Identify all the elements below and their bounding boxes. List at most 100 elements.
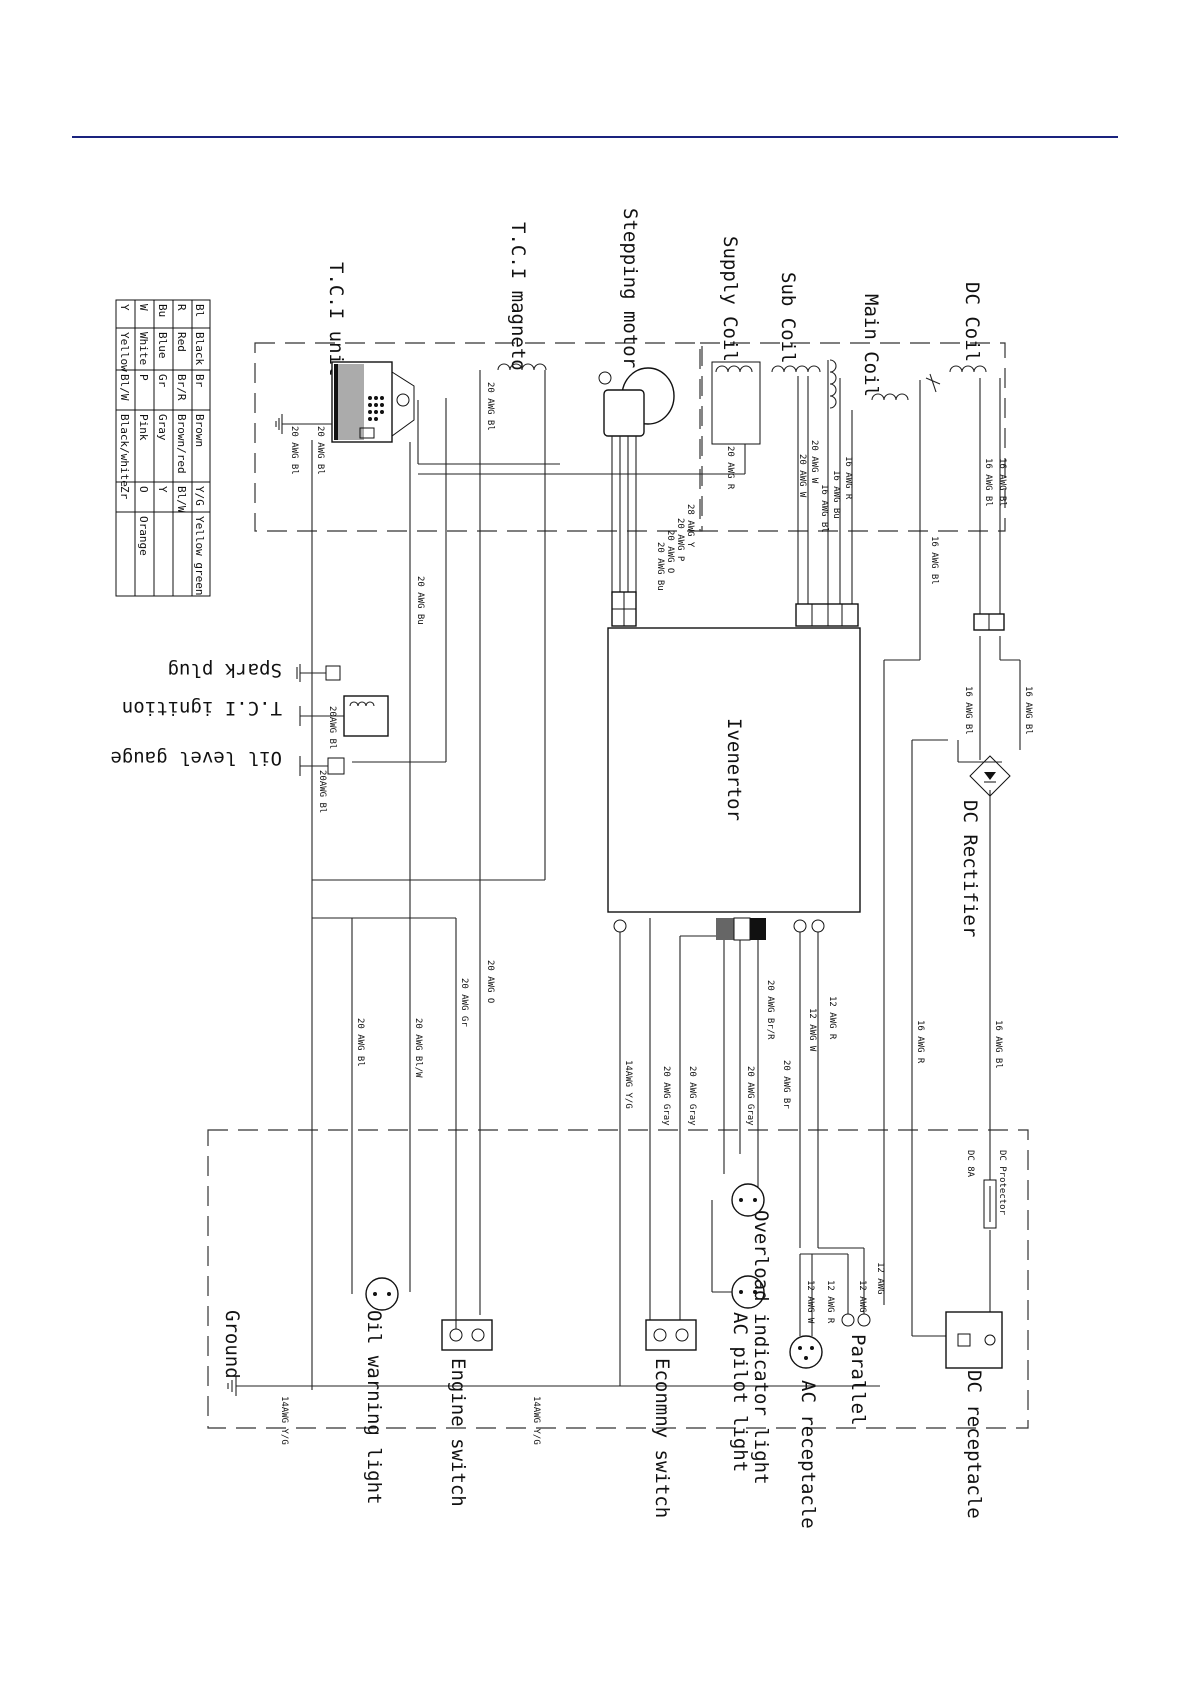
wire-label: 16 AWG Bl	[963, 686, 973, 735]
label-economy-switch: Econmny switch	[651, 1358, 673, 1518]
wire-gauge-labels: 20 AWG Bl 20 AWG Bl 20 AWG Bl 20 AWG R 2…	[279, 382, 1033, 1445]
wire-label: 16 AWG Bu	[831, 470, 841, 519]
ac-pilot-lamp	[711, 1200, 765, 1309]
label-dc-8a: DC 8A	[965, 1150, 975, 1178]
label-dc-receptacle: DC receptacle	[963, 1370, 985, 1519]
label-ac-pilot-light: AC pilot light	[729, 1312, 751, 1472]
wire-label: 20AWG Bl	[327, 706, 337, 749]
wire-label: 20 AWG Gray	[661, 1066, 671, 1126]
wire-label: 12 AWG	[857, 1280, 867, 1313]
label-tci-unit: T.C.I unit	[325, 262, 347, 376]
wire-label: 20 AWG Bl/W	[413, 1018, 423, 1078]
wire-label: 20 AWG R	[725, 446, 735, 490]
label-overload-indicator: Overload indicator light	[750, 1210, 772, 1485]
main-coil	[829, 359, 909, 409]
legend-cell: Orange	[137, 516, 150, 556]
legend-cell: Y	[156, 486, 169, 493]
tci-ignition-symbol	[299, 695, 389, 737]
wire-label: 14AWG Y/G	[279, 1396, 289, 1445]
ground-symbol	[227, 1376, 880, 1396]
wire-label: 20 AWG O	[485, 960, 495, 1003]
legend-cell: O	[137, 486, 150, 493]
tci-unit-block	[275, 361, 415, 443]
wire-label: 16 AWG R	[915, 1020, 925, 1064]
wire-label: 20 AWG Bl	[315, 426, 325, 475]
label-sub-coil: Sub Coil	[777, 272, 799, 364]
stepping-motor	[598, 367, 675, 596]
engine-side-box	[254, 342, 703, 532]
label-dc-protector: DC Protector	[997, 1150, 1007, 1216]
parallel-terminals	[800, 1247, 871, 1327]
wire-label: 16 AWG Bl	[983, 458, 993, 507]
wire-label: 14AWG Y/G	[531, 1396, 541, 1445]
legend-cell: Y	[118, 304, 131, 311]
legend-cell: R	[175, 304, 188, 311]
tci-magneto-coil	[497, 363, 547, 371]
wire-label: 20AWG Bl	[317, 770, 327, 813]
wire-label: 16 AWG Bl	[819, 484, 829, 533]
supply-coil	[711, 361, 761, 445]
label-inverter: Ivenertor	[723, 718, 745, 821]
wire-label: 20 AWG Br	[781, 1060, 791, 1109]
legend-cell: Bl	[193, 304, 206, 317]
wire-label: 20 AWG Gr	[459, 978, 469, 1027]
label-supply-coil: Supply Coil	[719, 236, 741, 362]
legend-cell: W	[137, 304, 150, 311]
label-ground: Ground	[221, 1310, 243, 1379]
label-stepping-motor: Stepping motor	[619, 208, 641, 368]
legend-cell: Yellow	[118, 332, 131, 372]
legend-cell: White	[137, 332, 150, 365]
wire-label: 16 AWG R	[843, 456, 853, 500]
legend-cell: Black	[193, 332, 206, 365]
engine-switch-symbol	[312, 917, 493, 1351]
label-dc-coil: DC Coil	[961, 282, 983, 362]
label-tci-magneto: T.C.I magneto	[507, 222, 529, 371]
inverter-terminals	[613, 917, 825, 1386]
wire-label: 12 AWG W	[807, 1008, 817, 1052]
dc-receptacle-symbol	[945, 1311, 1003, 1369]
wire-label: 20 AWG Bl	[485, 382, 495, 431]
legend-cell: Br/R	[175, 374, 188, 401]
dc-rectifier-symbol	[969, 755, 1011, 797]
legend-cell: Y/G	[193, 486, 206, 506]
legend-cell: P	[137, 374, 150, 381]
wire-label: 16 AWG Bl	[997, 458, 1007, 507]
legend-cell: Zr	[118, 486, 131, 500]
label-main-coil: Main Coil	[860, 294, 882, 397]
wire-label: 16 AWG Bl	[1023, 686, 1033, 735]
label-dc-rectifier: DC Rectifier	[959, 800, 981, 937]
wire-label: 20 AWG P	[675, 518, 685, 562]
wire-label: 20 AWG O	[665, 530, 675, 573]
label-oil-warning-light: Oil warning light	[363, 1310, 385, 1504]
legend-cell: Yellow green	[193, 516, 206, 595]
label-tci-ignition: T.C.I ignition	[122, 697, 282, 719]
inverter-box	[607, 627, 861, 913]
wire-label: 12 AWG W	[805, 1280, 815, 1324]
sub-coil	[771, 365, 821, 373]
label-engine-switch: Engine switch	[447, 1358, 469, 1507]
legend-cell: Red	[175, 332, 188, 352]
wire-label: 28 AWG Y	[685, 504, 695, 548]
wire-label: 16 AWG Bl	[929, 536, 939, 585]
wire-runs	[311, 360, 1021, 1390]
wire-label: 12 AWG	[875, 1262, 885, 1295]
legend-cell: Br	[193, 374, 206, 388]
legend-cell: Black/white	[118, 414, 131, 487]
overload-indicator-lamp	[731, 1183, 765, 1217]
spark-plug-symbol	[296, 664, 341, 682]
wire-label: 20 AWG Bl	[289, 426, 299, 475]
wire-label: 20 AWG Bl	[355, 1018, 365, 1067]
wire-label: 14AWG Y/G	[623, 1060, 633, 1109]
legend-cell: Gray	[156, 414, 169, 441]
wire-label: 12 AWG R	[827, 996, 837, 1040]
oil-warning-lamp	[351, 918, 399, 1311]
oil-level-gauge-symbol	[299, 756, 345, 776]
control-panel-box	[207, 1129, 1029, 1429]
label-oil-level-gauge: Oil level gauge	[110, 747, 282, 769]
legend-cell: Pink	[137, 414, 150, 441]
label-parallel: Parallel	[847, 1334, 869, 1426]
legend-cell: Brown/red	[175, 414, 188, 474]
